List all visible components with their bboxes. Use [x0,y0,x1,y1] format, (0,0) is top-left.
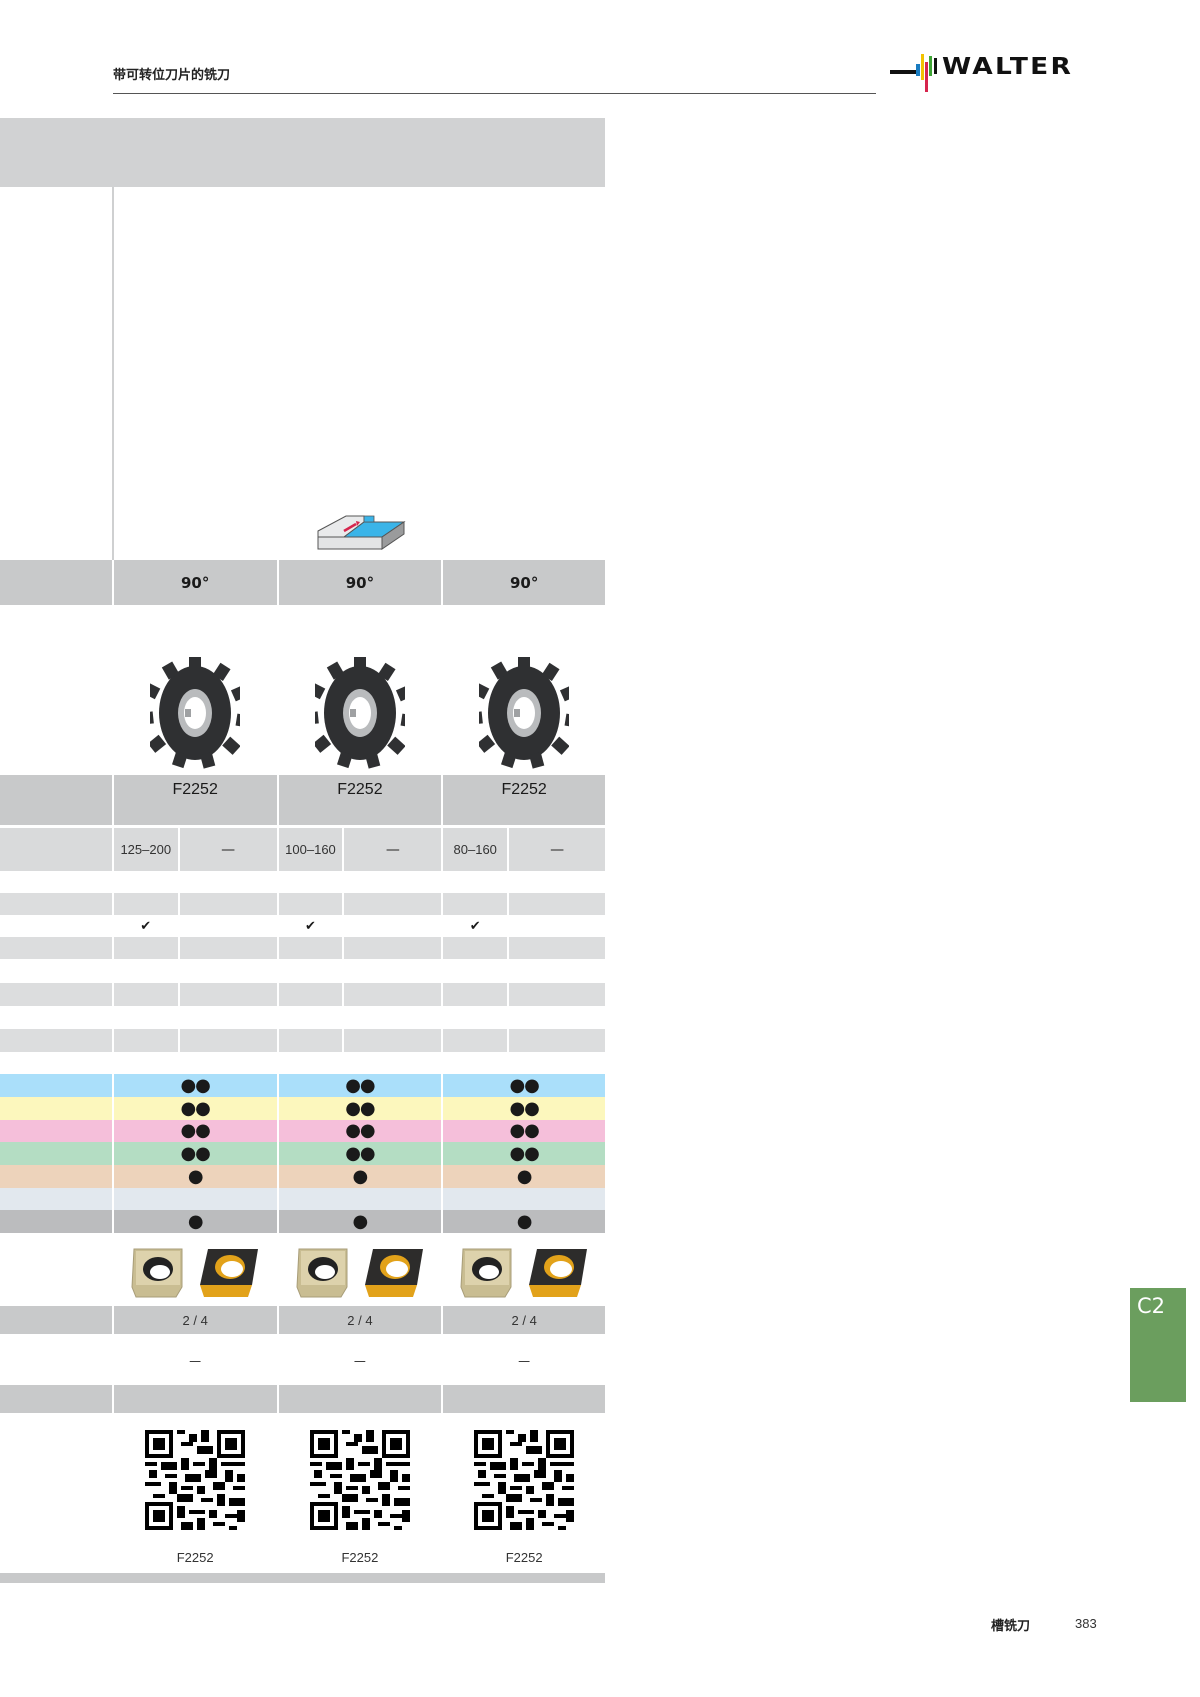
suitability-dots [278,1188,442,1210]
extra-value: — [189,1354,202,1368]
angle-cell: 90° [113,560,277,605]
suitability-dots: ●● [113,1097,277,1120]
type-code: F2252 [113,775,277,825]
table-header-band [0,118,605,187]
material-row-s: ● ● ● [0,1165,606,1188]
diameter-alt: — [509,828,606,871]
suitability-dots [113,1188,277,1210]
suitability-dots: ●● [278,1097,442,1120]
suitability-dots: ● [278,1210,442,1233]
suitability-dots: ● [113,1165,277,1188]
type-code: F2252 [278,775,442,825]
suitability-dots [443,1188,606,1210]
footer-chapter-title: 槽铣刀 [991,1619,1031,1634]
insert-gold-square-icon [296,1248,348,1298]
extra-row: — — — [0,1346,605,1376]
spec-row [0,937,606,959]
spec-row [0,1029,606,1052]
material-row-k: ●● ●● ●● [0,1120,606,1142]
qr-label-row: F2252 F2252 F2252 [0,1547,605,1567]
header-divider [113,93,876,94]
side-and-face-cutter-image [443,650,605,775]
suitability-dots: ● [443,1165,606,1188]
logo-bars-icon [890,54,937,92]
material-row-h [0,1188,606,1210]
logo-text: WALTER [942,54,1074,80]
qr-code-icon [145,1430,246,1530]
check-row: ✔ ✔ ✔ [0,915,605,937]
entering-angle-row: 90° 90° 90° [0,560,606,605]
suitability-dots: ●● [443,1074,606,1097]
diameter-range: 125–200 [113,828,178,871]
cutting-edges-value: 2 / 4 [443,1306,606,1334]
insert-black-gold-square-icon [364,1249,423,1297]
diameter-row: 125–200 — 100–160 — 80–160 — [0,828,606,871]
type-row: F2252 F2252 F2252 [0,775,606,825]
diameter-range: 100–160 [278,828,343,871]
section-title: 带可转位刀片的铣刀 [113,68,231,83]
type-code: F2252 [443,775,606,825]
suitability-dots: ●● [443,1142,606,1165]
page-number: 383 [1075,1616,1097,1631]
insert-gold-square-icon [131,1248,183,1298]
check-icon: ✔ [140,918,152,934]
suitability-dots: ●● [443,1097,606,1120]
spec-row [0,983,606,1006]
qr-label: F2252 [341,1549,379,1565]
diameter-alt: — [344,828,442,871]
suitability-dots: ● [443,1210,606,1233]
suitability-dots: ●● [278,1120,442,1142]
side-and-face-cutter-image [114,650,277,775]
qr-code[interactable] [114,1428,277,1532]
suitability-dots: ● [278,1165,442,1188]
suitability-dots: ●● [278,1074,442,1097]
angle-cell: 90° [278,560,442,605]
cutting-edges-value: 2 / 4 [113,1306,277,1334]
side-and-face-cutter-image [279,650,442,775]
qr-row [0,1428,605,1532]
suitability-dots: ●● [278,1142,442,1165]
diameter-alt: — [179,828,277,871]
check-icon: ✔ [469,918,481,934]
qr-code-icon [474,1430,575,1530]
qr-label: F2252 [505,1549,543,1565]
suitability-dots: ●● [443,1120,606,1142]
walter-logo: WALTER [890,40,1100,95]
qr-code[interactable] [279,1428,442,1532]
insert-black-gold-square-icon [529,1249,588,1297]
diameter-range: 80–160 [443,828,508,871]
material-row-n: ●● ●● ●● [0,1142,606,1165]
spec-row [0,893,606,915]
suitability-dots: ●● [113,1120,277,1142]
insert-black-gold-square-icon [200,1249,259,1297]
suitability-dots: ●● [113,1142,277,1165]
material-row-o: ● ● ● [0,1210,606,1233]
cutting-edges-row: 2 / 4 2 / 4 2 / 4 [0,1306,606,1334]
qr-code[interactable] [443,1428,605,1532]
table-bottom-bar [0,1573,605,1583]
insert-gold-square-icon [460,1248,512,1298]
suitability-dots: ● [113,1210,277,1233]
qr-label: F2252 [176,1549,214,1565]
product-image-row [0,650,605,775]
row-label [0,560,112,605]
qr-code-icon [309,1430,410,1530]
extra-value: — [518,1354,531,1368]
suitability-dots: ●● [113,1074,277,1097]
check-icon: ✔ [305,918,316,934]
chapter-tab-c2[interactable]: C2 [1130,1288,1186,1402]
inserts-row [0,1240,605,1304]
extra-value: — [353,1354,366,1368]
column-divider [112,187,114,560]
chapter-tab-label: C2 [1137,1294,1166,1318]
material-row-p: ●● ●● ●● [0,1074,606,1097]
empty-row [0,1385,606,1413]
material-row-m: ●● ●● ●● [0,1097,606,1120]
angle-cell: 90° [443,560,606,605]
cutting-edges-value: 2 / 4 [278,1306,442,1334]
slot-milling-icon [316,512,406,554]
